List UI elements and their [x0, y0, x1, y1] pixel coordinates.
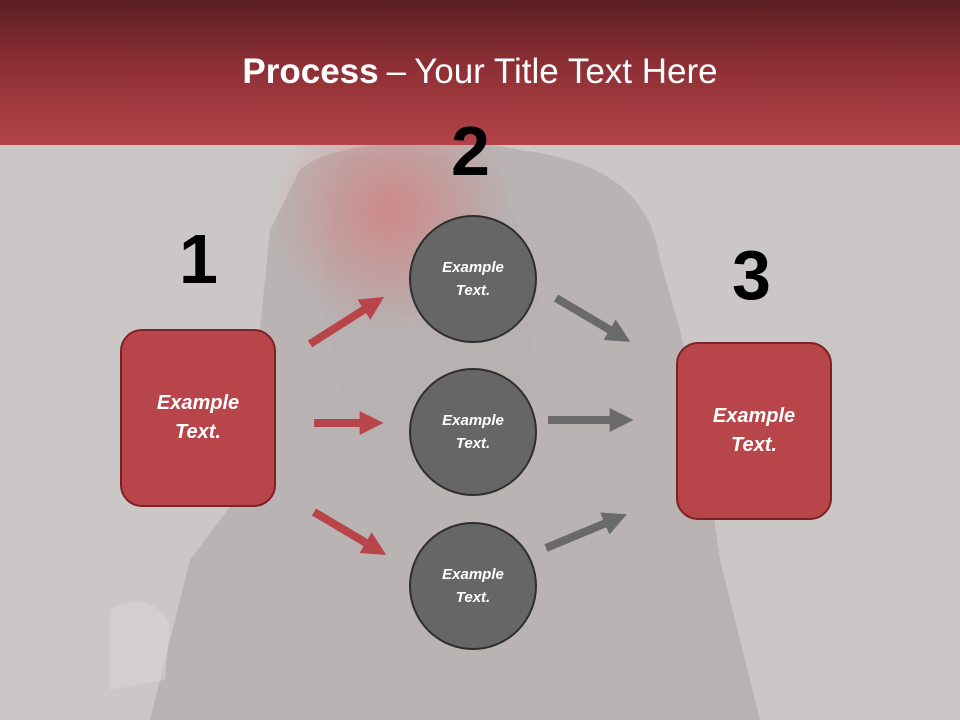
title-rest: Your Title Text Here — [414, 52, 718, 91]
step-2-circle-middle: Example Text. — [409, 368, 537, 496]
arrow-to-bottom-circle — [311, 508, 387, 555]
step-1-box: Example Text. — [120, 329, 276, 507]
step-2-circle-top: Example Text. — [409, 215, 537, 343]
arrow-from-top-circle — [553, 294, 631, 342]
step-2-circle-bottom: Example Text. — [409, 522, 537, 650]
title-dash: – — [386, 52, 407, 91]
step-number-3: 3 — [732, 236, 771, 314]
step-1-text: Example Text. — [156, 392, 240, 443]
arrow-from-bottom-circle — [544, 512, 627, 552]
circle-bottom-text: Example Text. — [442, 566, 504, 606]
step-number-1: 1 — [179, 220, 218, 298]
step-3-box: Example Text. — [676, 342, 832, 520]
circle-top-text: Example Text. — [442, 259, 504, 299]
arrow-to-top-circle — [307, 296, 385, 348]
title-bold: Process — [242, 52, 379, 91]
circle-middle-text: Example Text. — [442, 412, 504, 452]
title-bar — [0, 0, 960, 145]
slide-title: Process–Your Title Text Here — [0, 52, 960, 92]
step-number-2: 2 — [451, 112, 490, 190]
step-3-text: Example Text. — [712, 405, 796, 456]
